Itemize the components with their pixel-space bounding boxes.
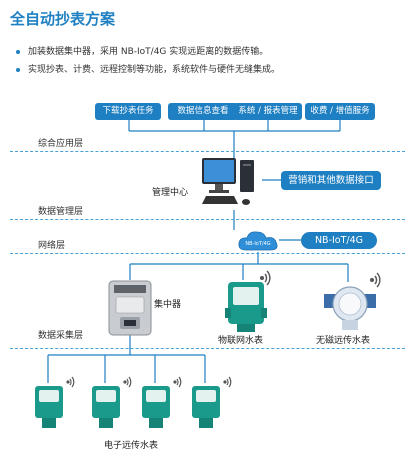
layer-label-app: 综合应用层 (38, 139, 84, 149)
concentrator-label: 集中器 (154, 300, 182, 310)
nonmag-meter-icon (324, 286, 376, 330)
wireless-signal-icon (173, 376, 182, 388)
iot-meter-icon (225, 282, 267, 332)
computer-icon (202, 158, 254, 205)
bullet-text: 实现抄表、计费、远程控制等功能，系统软件与硬件无缝集成。 (28, 65, 281, 75)
layer-label-network: 网络层 (38, 241, 66, 251)
electronic-meter-icon (35, 386, 63, 428)
cloud-text: NB-IoT/4G (245, 241, 270, 247)
wireless-signal-icon (223, 376, 232, 388)
electronic-meters-label: 电子远传水表 (104, 441, 159, 451)
wireless-signal-icon (123, 376, 132, 388)
network-box: NB-IoT/4G (301, 232, 377, 249)
interface-box: 营销和其他数据接口 (281, 171, 381, 190)
layer-separator (10, 253, 405, 254)
layer-label-data-mgmt: 数据管理层 (38, 207, 84, 217)
service-box-billing: 收费 / 增值服务 (305, 103, 375, 120)
electronic-meter-icon (142, 386, 170, 428)
iot-meter-label: 物联网水表 (218, 336, 264, 346)
layer-separator (10, 348, 405, 349)
wireless-signal-icon (370, 272, 381, 288)
service-box-system-report: 系统 / 报表管理 (234, 103, 302, 120)
service-box-download-tasks: 下载抄表任务 (95, 103, 161, 120)
concentrator-device-icon (108, 280, 152, 336)
bullet-dot-icon (16, 67, 20, 72)
layer-label-collect: 数据采集层 (38, 331, 84, 341)
electronic-meter-icon (92, 386, 120, 428)
bullet-text: 加装数据集中器，采用 NB-IoT/4G 实现远距离的数据传输。 (28, 47, 269, 57)
page-title: 全自动抄表方案 (10, 10, 116, 28)
bullet-item: 实现抄表、计费、远程控制等功能，系统软件与硬件无缝集成。 (16, 62, 280, 75)
bullet-dot-icon (16, 49, 20, 54)
wireless-signal-icon (66, 376, 75, 388)
layer-separator (10, 219, 405, 220)
bullet-item: 加装数据集中器，采用 NB-IoT/4G 实现远距离的数据传输。 (16, 44, 268, 57)
cloud-icon: NB-IoT/4G (238, 231, 278, 251)
mgmt-center-label: 管理中心 (152, 188, 189, 198)
nonmag-meter-label: 无磁远传水表 (316, 336, 371, 346)
service-box-data-view: 数据信息查看 (168, 103, 238, 120)
layer-separator (10, 151, 405, 152)
electronic-meter-icon (192, 386, 220, 428)
wireless-signal-icon (260, 270, 271, 286)
